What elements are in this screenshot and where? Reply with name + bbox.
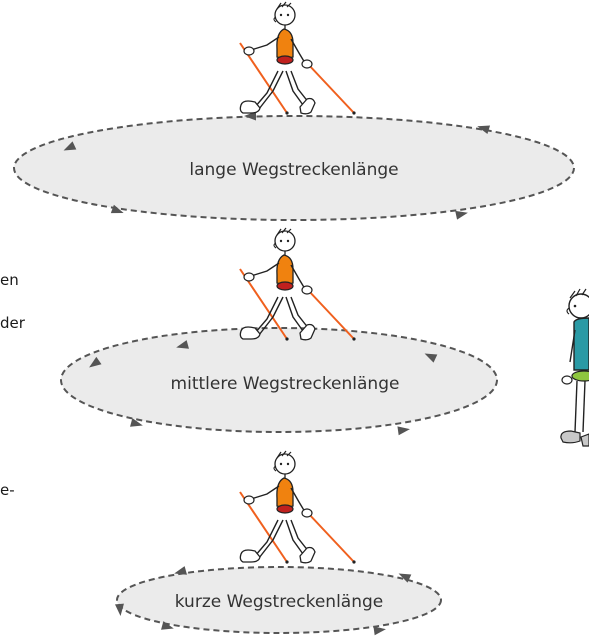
nordic-walker-figure [239,227,357,342]
side-text-fragment-2: der [0,314,25,332]
side-text-fragment-1: en [0,271,19,289]
side-text-fragment-3: e- [0,481,15,499]
loop-label-kurze: kurze Wegstreckenlänge [175,592,384,612]
standing-person-figure [560,288,589,447]
loop-lange: lange Wegstreckenlänge [13,111,575,221]
loop-ellipse-kurze [116,566,442,634]
loop-kurze: kurze Wegstreckenlänge [114,566,442,636]
nordic-walker-figure [239,1,357,116]
loop-label-mittlere: mittlere Wegstreckenlänge [171,374,400,394]
direction-arrow-icon [397,424,411,436]
loop-ellipse-mittlere [60,327,498,433]
loop-label-lange: lange Wegstreckenlänge [189,160,398,180]
nordic-walker-figure [239,450,357,565]
loop-ellipse-lange [13,115,575,221]
loop-mittlere: mittlere Wegstreckenlänge [60,327,498,436]
